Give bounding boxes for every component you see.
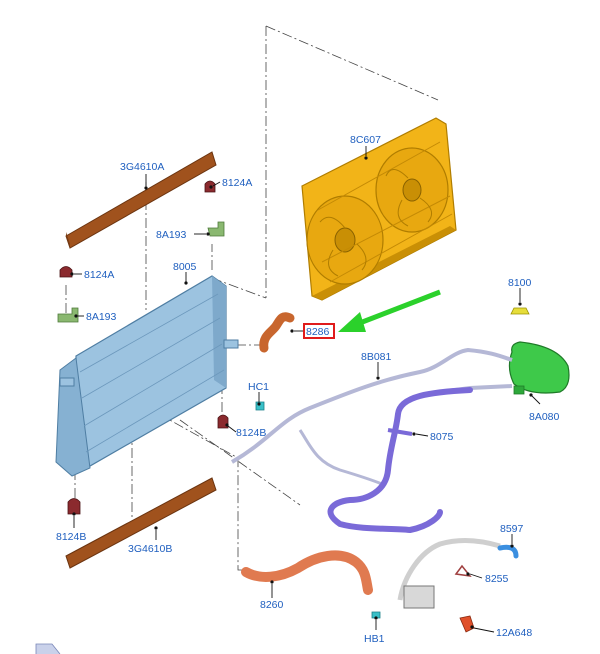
label-3g4610a[interactable]: 3G4610A (120, 161, 164, 173)
insulator-top-left[interactable] (59, 266, 73, 278)
overflow-hose[interactable] (230, 347, 513, 486)
label-8a193-left[interactable]: 8A193 (86, 311, 117, 323)
clip-hb1[interactable] (371, 611, 381, 619)
pointer-arrow (338, 289, 441, 332)
label-8286[interactable]: 8286 (306, 326, 330, 338)
air-deflector-bottom[interactable] (65, 477, 217, 569)
callout-labels: 8C607 8005 8286 8100 8B081 8A080 3G4610A… (56, 134, 560, 645)
label-8100[interactable]: 8100 (508, 277, 532, 289)
label-hb1[interactable]: HB1 (364, 633, 385, 645)
label-8260[interactable]: 8260 (260, 599, 284, 611)
upper-radiator-hose[interactable] (259, 312, 295, 353)
bracket-right[interactable] (207, 221, 225, 237)
label-8124b-right[interactable]: 8124B (236, 427, 266, 439)
insulator-bottom-left[interactable] (67, 498, 81, 515)
label-3g4610b[interactable]: 3G4610B (128, 543, 172, 555)
label-8255[interactable]: 8255 (485, 573, 509, 585)
label-8005[interactable]: 8005 (173, 261, 197, 273)
label-8124b-left[interactable]: 8124B (56, 531, 86, 543)
coolant-hose-8075[interactable] (327, 387, 473, 534)
label-8c607[interactable]: 8C607 (350, 134, 381, 146)
fan-shroud[interactable] (301, 117, 457, 301)
label-8a193-right[interactable]: 8A193 (156, 229, 187, 241)
label-8124a-right[interactable]: 8124A (222, 177, 252, 189)
label-8b081[interactable]: 8B081 (361, 351, 392, 363)
label-12a648[interactable]: 12A648 (496, 627, 532, 639)
leader-lines (70, 146, 541, 633)
air-deflector-top[interactable] (65, 151, 217, 249)
label-8124a-left[interactable]: 8124A (84, 269, 114, 281)
coolant-reservoir[interactable] (508, 341, 570, 395)
bracket-left[interactable] (57, 307, 79, 323)
sensor-12a648[interactable] (459, 615, 475, 633)
clamp-8255[interactable] (454, 564, 472, 578)
radiator[interactable] (55, 275, 239, 477)
page-corner-icon (35, 643, 61, 654)
highlight-box (303, 323, 335, 339)
label-hc1[interactable]: HC1 (248, 381, 269, 393)
label-8a080[interactable]: 8A080 (529, 411, 560, 423)
label-8597[interactable]: 8597 (500, 523, 524, 535)
label-8075[interactable]: 8075 (430, 431, 454, 443)
heater-tube-assembly[interactable] (397, 537, 501, 609)
lower-radiator-hose[interactable] (241, 550, 373, 595)
reservoir-cap[interactable] (510, 307, 530, 315)
hose-8597[interactable] (497, 544, 519, 559)
